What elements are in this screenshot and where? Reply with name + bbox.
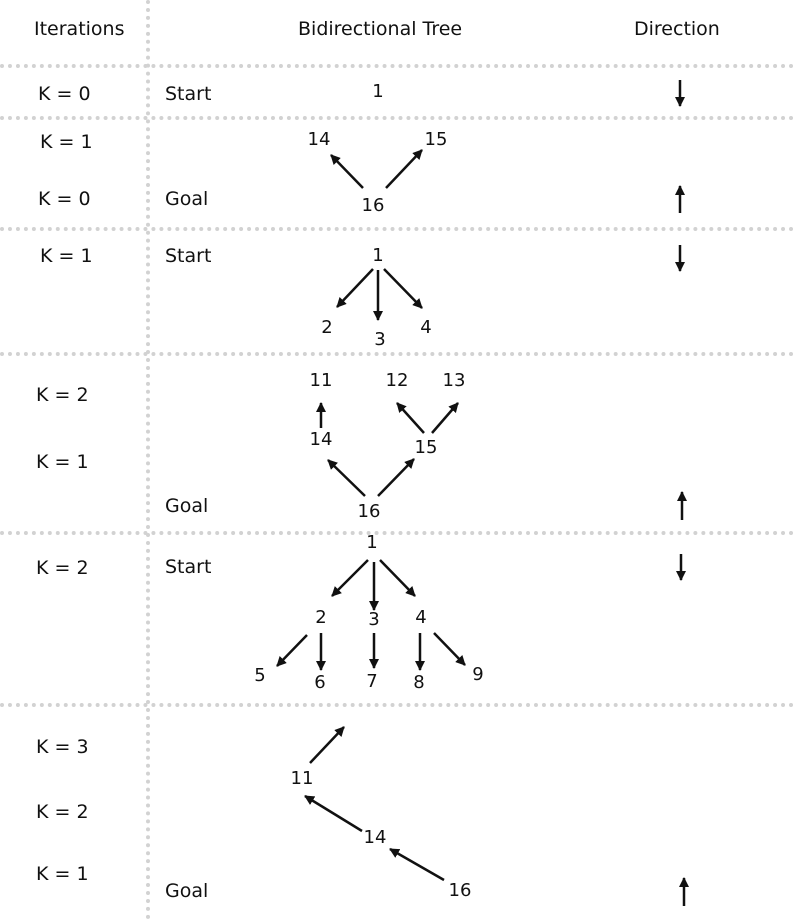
iteration-label: K = 3 xyxy=(36,736,89,758)
tree-node-16: 16 xyxy=(357,501,381,522)
header-iterations: Iterations xyxy=(34,18,125,40)
tree-node-11: 11 xyxy=(309,370,333,391)
tree-node-14: 14 xyxy=(363,827,387,848)
start-label: Start xyxy=(165,245,212,267)
row-separator xyxy=(0,703,794,707)
edge-arrow xyxy=(383,268,423,309)
header-bidirectional-tree: Bidirectional Tree xyxy=(298,18,463,40)
tree-node-16: 16 xyxy=(448,880,472,901)
tree-node-4: 4 xyxy=(415,607,427,628)
tree-node-2: 2 xyxy=(321,317,333,338)
iteration-label: K = 1 xyxy=(36,451,89,473)
goal-label: Goal xyxy=(165,880,209,902)
tree-node-8: 8 xyxy=(413,672,425,693)
edge-arrow xyxy=(276,634,308,667)
edge-arrow xyxy=(336,268,374,308)
tree-node-6: 6 xyxy=(314,672,326,693)
edge-arrow xyxy=(431,402,459,434)
tree-node-5: 5 xyxy=(254,665,266,686)
tree-node-2: 2 xyxy=(315,607,327,628)
iteration-label: K = 1 xyxy=(40,131,93,153)
row-separator xyxy=(0,116,794,120)
row-separator xyxy=(0,531,794,535)
tree-node-13: 13 xyxy=(442,370,466,391)
iteration-label: K = 2 xyxy=(36,557,89,579)
tree-node-15: 15 xyxy=(414,437,438,458)
edge-arrow xyxy=(379,559,416,597)
tree-node-15: 15 xyxy=(424,129,448,150)
iteration-label: K = 0 xyxy=(38,188,91,210)
iteration-label: K = 0 xyxy=(38,83,91,105)
row-separator xyxy=(0,227,794,231)
iteration-label: K = 2 xyxy=(36,801,89,823)
edge-arrow xyxy=(389,847,445,882)
edge-arrow xyxy=(385,149,423,189)
tree-node-1: 1 xyxy=(372,245,384,266)
edge-arrow xyxy=(309,726,345,764)
tree-node-7: 7 xyxy=(366,671,378,692)
iteration-label: K = 1 xyxy=(36,863,89,885)
tree-node-16: 16 xyxy=(361,195,385,216)
column-separator xyxy=(146,0,150,920)
start-label: Start xyxy=(165,83,212,105)
tree-node-4: 4 xyxy=(420,317,432,338)
iteration-label: K = 2 xyxy=(36,384,89,406)
iteration-label: K = 1 xyxy=(40,245,93,267)
tree-node-12: 12 xyxy=(385,370,409,391)
tree-node-1: 1 xyxy=(366,532,378,553)
header-direction: Direction xyxy=(634,18,720,40)
row-separator xyxy=(0,352,794,356)
tree-node-14: 14 xyxy=(309,429,333,450)
goal-label: Goal xyxy=(165,495,209,517)
edge-arrow xyxy=(304,794,363,833)
edge-arrow xyxy=(330,154,364,189)
tree-node-1: 1 xyxy=(372,81,384,102)
edge-arrow xyxy=(331,559,369,597)
tree-node-9: 9 xyxy=(472,664,484,685)
tree-node-3: 3 xyxy=(374,329,386,350)
tree-node-11: 11 xyxy=(290,768,314,789)
goal-label: Goal xyxy=(165,188,209,210)
row-separator xyxy=(0,64,794,68)
edge-arrow xyxy=(377,458,415,497)
edge-arrow xyxy=(396,402,425,434)
tree-node-3: 3 xyxy=(368,609,380,630)
edge-arrow xyxy=(433,632,466,666)
edge-arrow xyxy=(327,459,366,497)
start-label: Start xyxy=(165,556,212,578)
tree-node-14: 14 xyxy=(307,129,331,150)
